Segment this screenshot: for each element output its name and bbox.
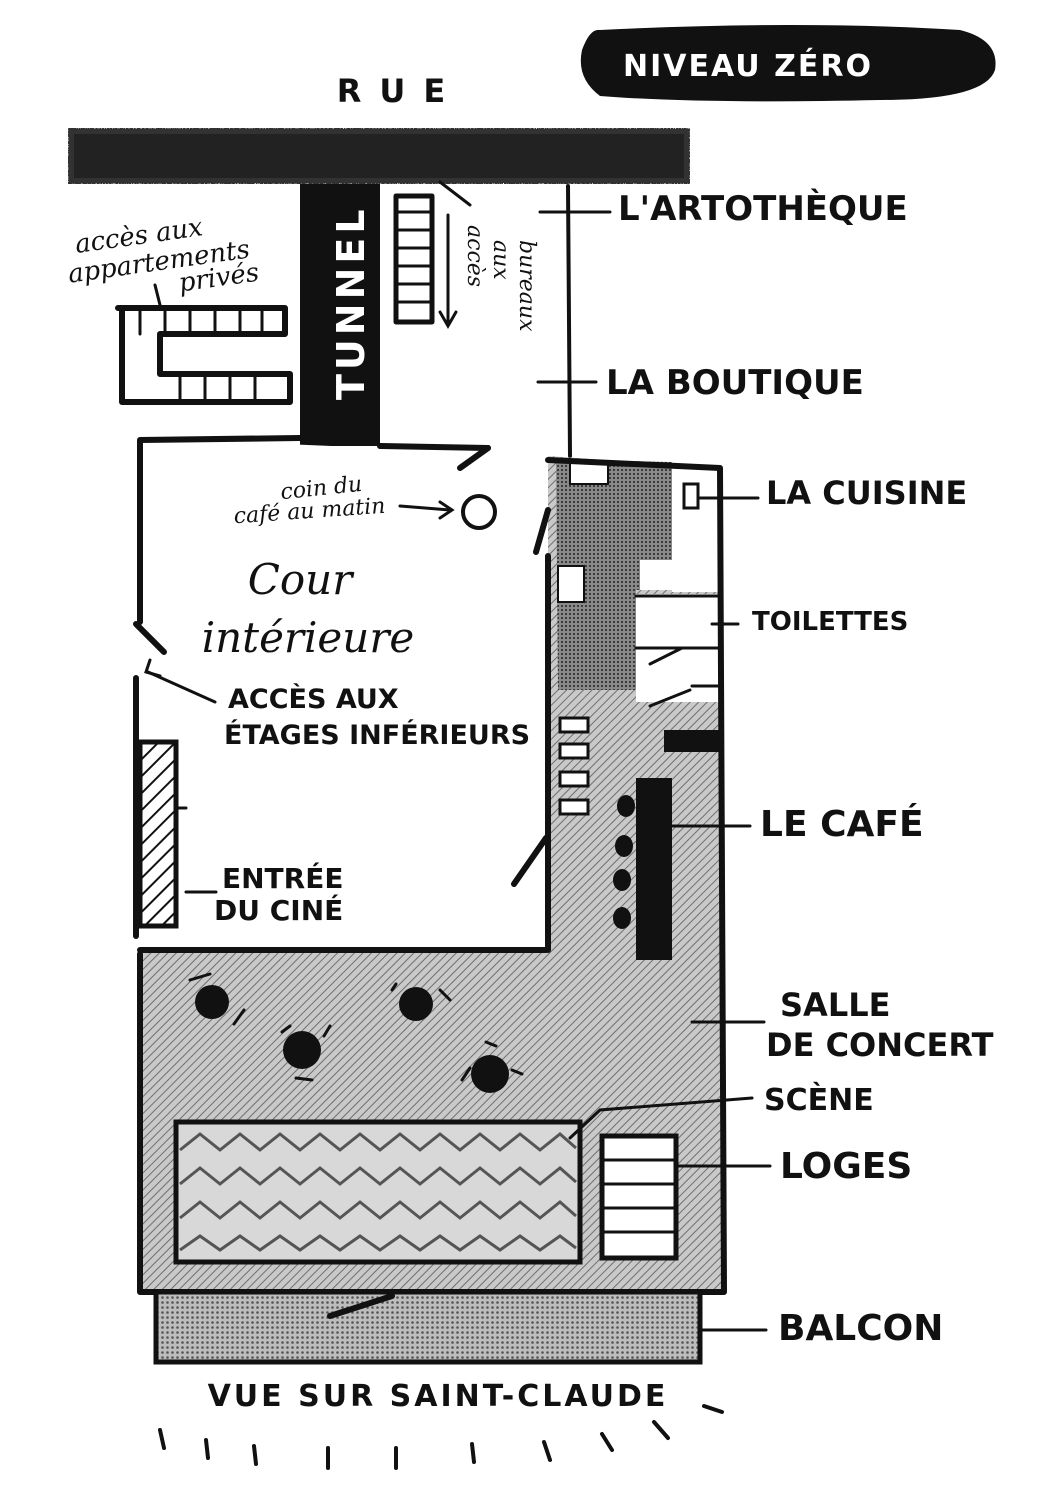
- legend-loges: LOGES: [780, 1146, 912, 1187]
- cafe-steps: [558, 716, 590, 816]
- lower-floors-label-2: ÉTAGES INFÉRIEURS: [224, 719, 530, 751]
- tunnel-label: TUNNEL: [329, 205, 373, 400]
- courtyard: [140, 438, 548, 950]
- cinema-label-1: ENTRÉE: [222, 861, 343, 895]
- building-outline: [133, 435, 727, 1295]
- kitchen-area: [556, 460, 722, 690]
- offices-stairs: [393, 180, 472, 330]
- bottom-view-label: VUE SUR SAINT-CLAUDE: [208, 1379, 669, 1414]
- tunnel: TUNNEL: [300, 184, 380, 446]
- coffee-corner-table: [461, 494, 497, 530]
- title-text: NIVEAU ZÉRO: [623, 48, 873, 84]
- cinema-label-2: DU CINÉ: [214, 893, 343, 927]
- balcony: [153, 1289, 703, 1365]
- concert-tables: [188, 972, 524, 1093]
- courtyard-label-1: Cour: [248, 555, 355, 604]
- legend-concert-1: SALLE: [780, 986, 890, 1024]
- street-road: [68, 128, 690, 184]
- legend-balcon: BALCON: [778, 1308, 943, 1349]
- toilets-area: [634, 594, 724, 708]
- offices-label-3: bureaux: [514, 240, 539, 332]
- offices-label-2: aux: [488, 240, 513, 280]
- title-badge: NIVEAU ZÉRO: [580, 25, 996, 102]
- legend-toilettes: TOILETTES: [752, 607, 908, 637]
- view-rays: [158, 1404, 724, 1470]
- legend-boutique: LA BOUTIQUE: [606, 363, 864, 403]
- legend-artotheque: L'ARTOTHÈQUE: [618, 188, 908, 229]
- cinema-entrance-ramp: [137, 739, 218, 929]
- legend-scene: SCÈNE: [764, 1082, 874, 1118]
- lower-floors-label-1: ACCÈS AUX: [228, 683, 399, 715]
- legend-concert-2: DE CONCERT: [766, 1026, 994, 1064]
- apartments-stairs: [115, 283, 293, 405]
- courtyard-label-2: intérieure: [202, 613, 415, 662]
- cafe-bar: [613, 730, 722, 960]
- street-label: RUE: [337, 72, 463, 110]
- offices-label-1: accès: [462, 225, 487, 287]
- legend-leader-lines: [536, 210, 772, 1332]
- stage: [173, 1119, 583, 1265]
- legend-cafe: LE CAFÉ: [760, 803, 924, 845]
- legend-cuisine: LA CUISINE: [766, 474, 967, 512]
- dressing-rooms: [599, 1133, 679, 1261]
